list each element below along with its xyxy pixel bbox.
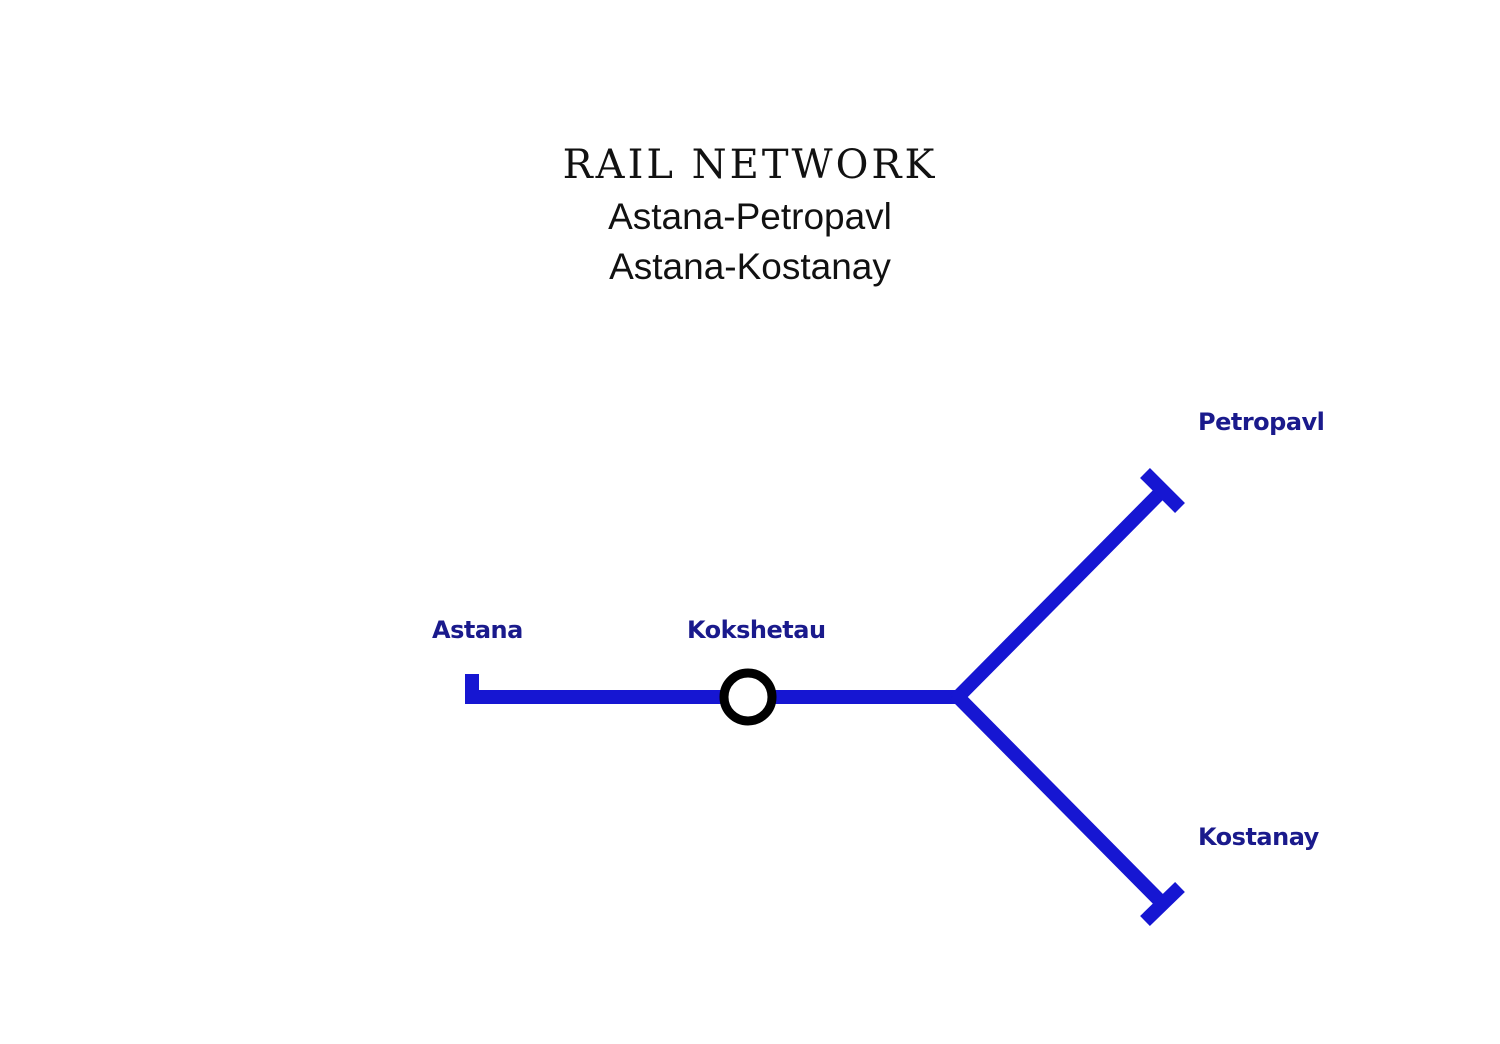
diagram-header: RAIL NETWORK Astana-Petropavl Astana-Kos… <box>0 138 1500 292</box>
station-labels: Astana Kokshetau Petropavl Kostanay <box>432 408 1325 851</box>
line-junction-kostanay <box>950 689 1168 909</box>
route-astana-kostanay: Astana-Kostanay <box>609 246 891 287</box>
terminus-petropavl <box>1140 468 1185 513</box>
station-label-astana: Astana <box>432 616 523 644</box>
station-kokshetau-marker <box>719 668 777 726</box>
line-junction-petropavl <box>950 485 1168 705</box>
terminus-markers <box>465 468 1185 927</box>
terminus-kostanay <box>1140 881 1185 927</box>
route-astana-petropavl: Astana-Petropavl <box>608 196 892 237</box>
station-label-kostanay: Kostanay <box>1198 823 1320 851</box>
station-label-kokshetau: Kokshetau <box>687 616 826 644</box>
diagram-title: RAIL NETWORK <box>562 142 938 188</box>
station-label-petropavl: Petropavl <box>1198 408 1324 436</box>
rail-lines <box>465 485 1168 909</box>
